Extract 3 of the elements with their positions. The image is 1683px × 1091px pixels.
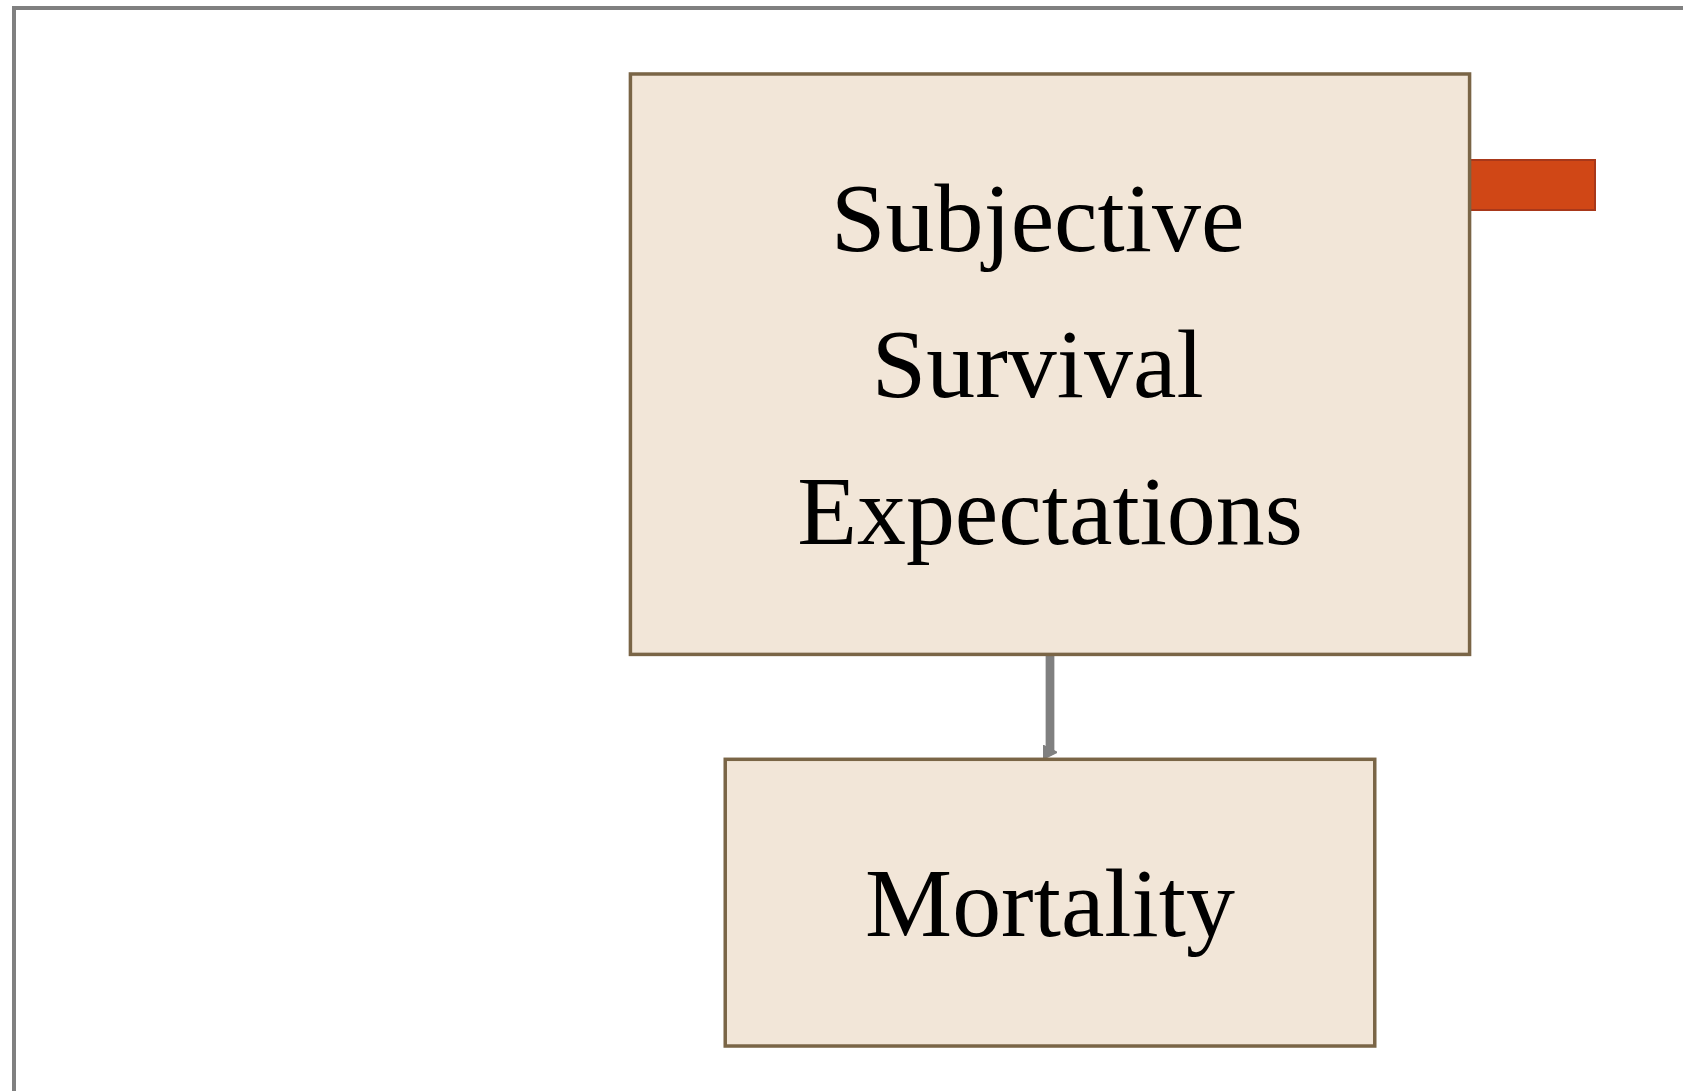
arrow [1042, 654, 1058, 760]
node-box: Subjective Survival Expectations [628, 72, 1472, 657]
node-box: Mortality [723, 757, 1377, 1048]
